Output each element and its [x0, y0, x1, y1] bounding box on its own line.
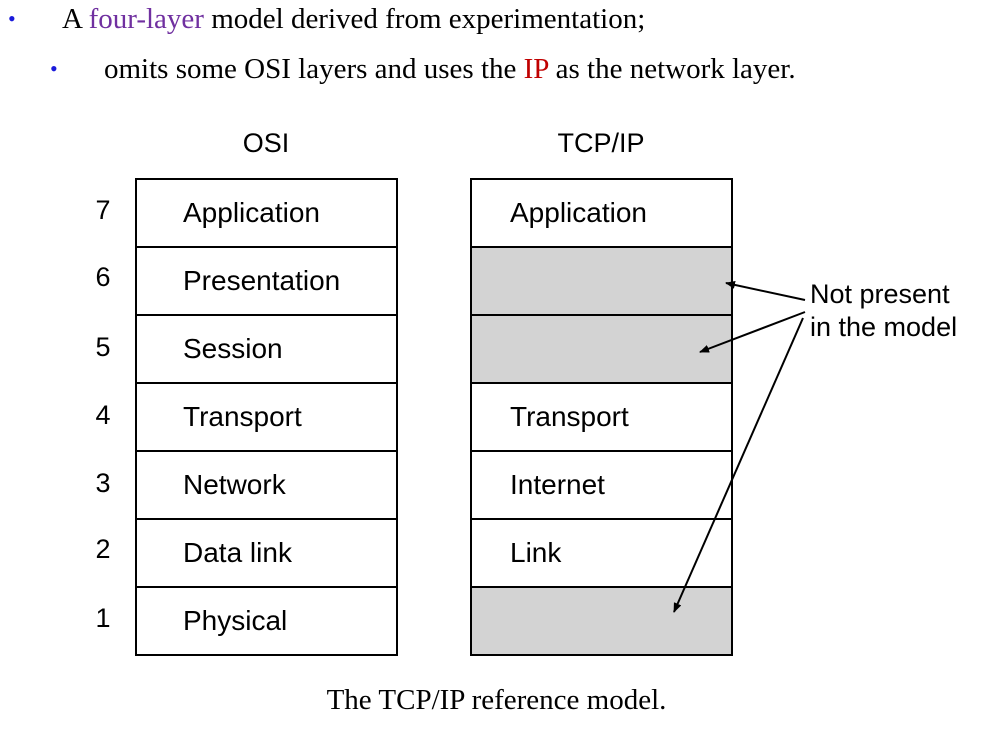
- tcpip-layer-transport: Transport: [472, 384, 731, 452]
- layer-number-4: 4: [95, 400, 111, 430]
- tcpip-layer-absent-presentation: [472, 248, 731, 316]
- tcpip-layer-stack: Application Transport Internet Link: [470, 178, 733, 656]
- annotation-line-1: Not present: [810, 279, 950, 309]
- osi-layer-session: Session: [137, 316, 396, 384]
- tcpip-layer-absent-physical: [472, 588, 731, 656]
- layer-number-1: 1: [95, 603, 111, 633]
- arrow-to-presentation: [725, 280, 806, 301]
- bullet-text-suffix: model derived from experimentation;: [203, 3, 646, 35]
- bullet-dot: •: [50, 56, 58, 81]
- layer-number-2: 2: [95, 534, 111, 564]
- arrow-to-physical: [673, 317, 804, 613]
- layer-number-3: 3: [95, 468, 111, 498]
- osi-layer-application: Application: [137, 180, 396, 248]
- osi-title: OSI: [242, 128, 290, 158]
- tcpip-layer-absent-session: [472, 316, 731, 384]
- tcpip-title: TCP/IP: [557, 128, 645, 158]
- bullet-text-prefix: omits some OSI layers and uses the: [104, 53, 524, 85]
- bullet-text-suffix: as the network layer.: [548, 53, 796, 85]
- layer-number-6: 6: [95, 262, 111, 292]
- osi-layer-stack: Application Presentation Session Transpo…: [135, 178, 398, 656]
- layer-number-7: 7: [95, 195, 111, 225]
- bullet-dot: •: [8, 6, 16, 31]
- arrow-to-session: [699, 311, 806, 353]
- osi-layer-network: Network: [137, 452, 396, 520]
- figure-caption: The TCP/IP reference model.: [326, 684, 667, 716]
- osi-layer-physical: Physical: [137, 588, 396, 656]
- osi-layer-transport: Transport: [137, 384, 396, 452]
- layer-number-5: 5: [95, 332, 111, 362]
- bullet-text: omits some OSI layers and uses the IP as…: [104, 52, 796, 86]
- tcpip-layer-internet: Internet: [472, 452, 731, 520]
- osi-layer-presentation: Presentation: [137, 248, 396, 316]
- annotation-line-2: in the model: [810, 312, 958, 342]
- osi-layer-data-link: Data link: [137, 520, 396, 588]
- tcpip-layer-link: Link: [472, 520, 731, 588]
- four-layer-highlight: four-layer: [88, 3, 204, 35]
- ip-highlight: IP: [523, 53, 549, 85]
- bullet-text: A four-layer model derived from experime…: [62, 2, 645, 36]
- bullet-text-prefix: A: [62, 3, 89, 35]
- not-present-annotation: Not present in the model: [810, 278, 957, 344]
- tcpip-layer-application: Application: [472, 180, 731, 248]
